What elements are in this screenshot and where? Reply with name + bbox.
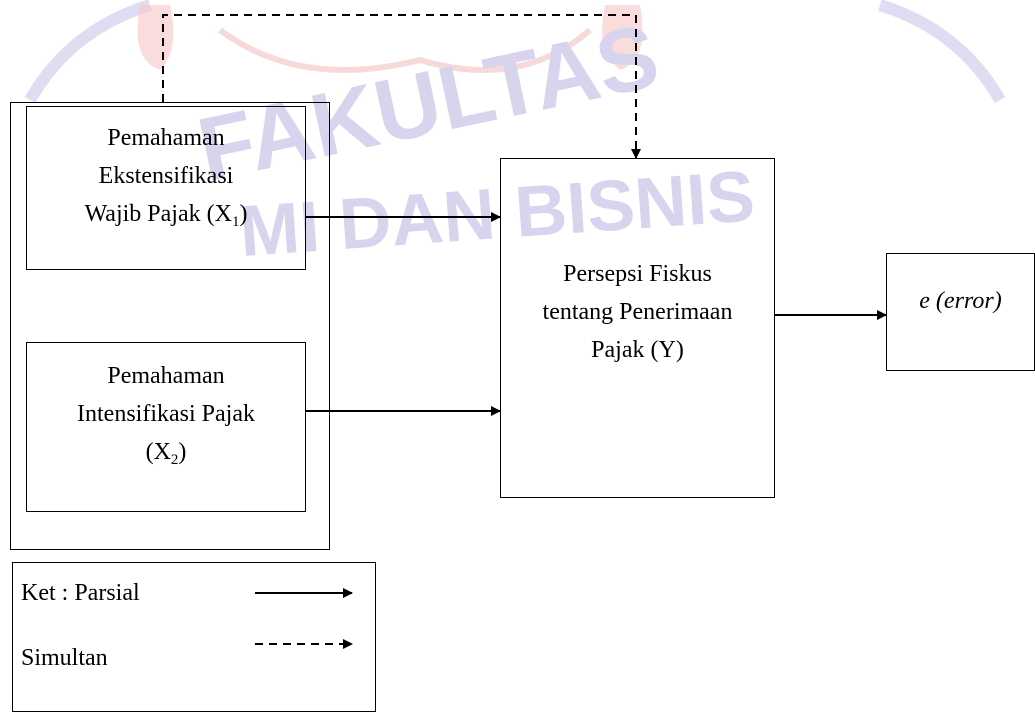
independent-variables-group	[10, 102, 330, 550]
x2-variable-box: Pemahaman Intensifikasi Pajak (X2)	[26, 342, 306, 512]
error-label: e (error)	[919, 288, 1002, 314]
x1-line-1: Pemahaman	[107, 125, 225, 151]
x1-variable-box: Pemahaman Ekstensifikasi Wajib Pajak (X1…	[26, 106, 306, 270]
x1-line-2: Ekstensifikasi	[98, 163, 234, 189]
x1-line-3: Wajib Pajak (X1)	[84, 201, 248, 230]
y-label: Persepsi Fiskus tentang Penerimaan Pajak…	[501, 255, 774, 369]
x1-label: Pemahaman Ekstensifikasi Wajib Pajak (X1…	[27, 119, 305, 233]
x2-label: Pemahaman Intensifikasi Pajak (X2)	[27, 357, 305, 471]
x2-line-2: Intensifikasi Pajak	[77, 401, 255, 427]
legend-parsial-label: Ket : Parsial	[21, 580, 140, 606]
y-line-2: tentang Penerimaan	[542, 299, 733, 325]
x2-line-1: Pemahaman	[107, 363, 225, 389]
y-line-3: Pajak (Y)	[591, 337, 684, 363]
arrow-simultan-dashed	[162, 14, 641, 159]
x2-line-3: (X2)	[145, 439, 187, 468]
y-line-1: Persepsi Fiskus	[563, 261, 712, 287]
y-variable-box: Persepsi Fiskus tentang Penerimaan Pajak…	[500, 158, 775, 498]
legend-simultan-label: Simultan	[21, 645, 108, 671]
